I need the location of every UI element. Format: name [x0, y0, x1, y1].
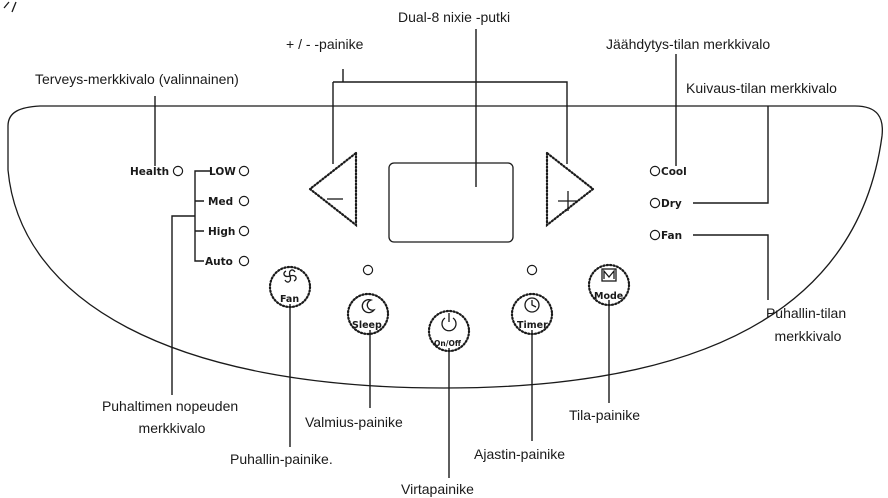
callout-plus-minus: + / - -painike [286, 36, 364, 52]
timer-button-label: Timer [517, 320, 548, 331]
callout-timer-button: Ajastin-painike [474, 446, 565, 462]
sleep-button[interactable]: Sleep [346, 292, 390, 336]
speed-indicator-high: High [208, 225, 250, 238]
sleep-button-label: Sleep [352, 320, 382, 331]
leader-lines [154, 29, 769, 478]
mode-icon [601, 268, 617, 282]
mode-indicator-cool: Cool [649, 165, 687, 178]
power-button-label: On/Off [434, 339, 462, 348]
plus-button[interactable] [545, 150, 595, 228]
timer-button[interactable]: Timer [510, 292, 554, 336]
mode-cool-label: Cool [661, 166, 687, 178]
speed-med-label: Med [208, 196, 233, 208]
power-icon [441, 313, 457, 332]
speed-auto-label: Auto [205, 256, 233, 268]
fan-button-label: Fan [280, 294, 299, 305]
callout-fan-speed-indicator: Puhaltimen nopeuden merkkivalo [102, 398, 242, 436]
clock-icon [524, 297, 540, 313]
speed-indicator-low: LOW [209, 165, 250, 178]
speed-indicator-auto: Auto [205, 255, 250, 268]
speed-high-label: High [208, 226, 235, 238]
timer-led [526, 264, 538, 276]
callout-drying-indicator: Kuivaus-tilan merkkivalo [686, 80, 837, 96]
sleep-icon [361, 298, 376, 314]
callout-cooling-indicator: Jäähdytys-tilan merkkivalo [606, 36, 770, 52]
nixie-display [388, 162, 514, 243]
power-button[interactable]: On/Off [427, 309, 471, 353]
speed-indicator-med: Med [208, 195, 250, 208]
mode-button-label: Mode [594, 291, 623, 302]
callout-standby-button: Valmius-painike [305, 414, 403, 430]
callout-fan-mode-indicator: Puhallin-tilan merkkivalo [766, 305, 850, 344]
mode-indicator-fan: Fan [649, 229, 682, 242]
mode-dry-label: Dry [661, 198, 682, 210]
sleep-led [362, 264, 374, 276]
speed-bracket [194, 170, 212, 262]
callout-mode-button: Tila-painike [569, 407, 640, 423]
health-indicator: Health [130, 165, 184, 178]
mode-fan-label: Fan [661, 230, 682, 242]
plus-icon [558, 191, 578, 211]
header-fragment [3, 1, 17, 13]
callout-display-tube: Dual-8 nixie -putki [398, 9, 510, 25]
health-label: Health [130, 166, 169, 178]
fan-icon [283, 269, 297, 283]
speed-low-label: LOW [209, 166, 236, 178]
mode-button[interactable]: Mode [587, 263, 631, 307]
mode-indicator-dry: Dry [649, 197, 682, 210]
callout-health-indicator: Terveys-merkkivalo (valinnainen) [35, 71, 239, 87]
fan-button[interactable]: Fan [268, 265, 312, 309]
panel-outline [7, 105, 884, 389]
callout-power-button: Virtapainike [401, 481, 474, 497]
minus-button[interactable] [308, 150, 358, 228]
callout-fan-button: Puhallin-painike. [230, 451, 333, 467]
